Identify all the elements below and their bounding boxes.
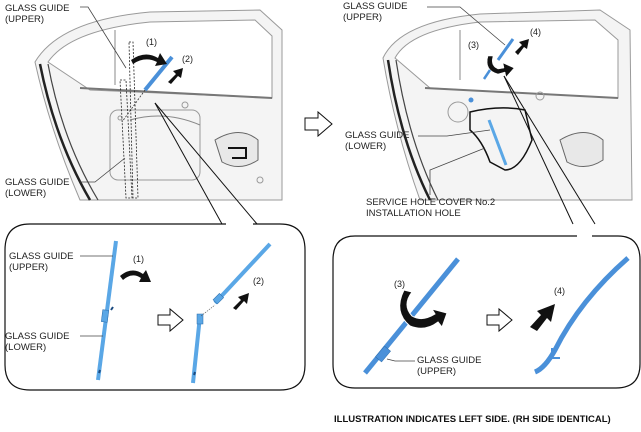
- detail-bubble-left: [4, 223, 306, 391]
- glass-guide-upper-tl: [143, 55, 174, 92]
- glass-guide-upper-tr: [496, 38, 515, 61]
- label-line: (UPPER): [417, 366, 457, 377]
- glass-guide-assembled: [96, 240, 118, 381]
- door-illustration-left: [34, 9, 283, 201]
- label-line: GLASS GUIDE: [345, 130, 410, 141]
- pull-arrow-icon: [168, 68, 183, 84]
- label-line: GLASS GUIDE: [5, 331, 70, 342]
- label-line: (UPPER): [9, 262, 49, 273]
- rotate-arrow-icon: [131, 53, 167, 66]
- label-glass-guide-upper: GLASS GUIDE (UPPER): [343, 1, 407, 23]
- label-line: (UPPER): [343, 12, 383, 23]
- callout-line: [154, 102, 223, 225]
- step-label-2: (2): [182, 54, 193, 64]
- label-line: GLASS GUIDE: [417, 355, 482, 366]
- leader-line: [80, 157, 126, 183]
- step-label-4: (4): [530, 27, 541, 37]
- pull-arrow-icon: [530, 304, 555, 331]
- label-line: SERVICE HOLE COVER No.2: [366, 197, 496, 208]
- label-glass-guide-lower: GLASS GUIDE (LOWER): [5, 331, 69, 353]
- label-service-hole-cover: SERVICE HOLE COVER No.2 INSTALLATION HOL…: [366, 197, 495, 219]
- leader-line: [427, 6, 506, 46]
- rotate-arrow-icon: [120, 270, 151, 282]
- label-glass-guide-lower: GLASS GUIDE (LOWER): [5, 177, 69, 199]
- callout-line: [503, 75, 574, 225]
- label-glass-guide-upper: GLASS GUIDE (UPPER): [417, 355, 481, 377]
- step-label-3: (3): [394, 279, 405, 289]
- label-line: (LOWER): [345, 141, 387, 152]
- label-line: GLASS GUIDE: [5, 177, 70, 188]
- glass-guide-separated: [191, 242, 272, 384]
- step-label-1: (1): [133, 254, 144, 264]
- leader-line: [429, 147, 486, 195]
- label-line: (UPPER): [5, 14, 45, 25]
- step-label-3: (3): [468, 40, 479, 50]
- label-glass-guide-upper: GLASS GUIDE (UPPER): [5, 3, 69, 25]
- label-glass-guide-lower: GLASS GUIDE (LOWER): [345, 130, 409, 152]
- leader-line: [80, 6, 127, 69]
- glass-guide-upper-curved: [533, 256, 630, 375]
- next-step-arrow-icon: [486, 307, 513, 333]
- step-label-2: (2): [253, 276, 264, 286]
- door-illustration-right: [382, 9, 633, 201]
- service-hole-outline: [469, 107, 533, 171]
- label-glass-guide-upper: GLASS GUIDE (UPPER): [9, 251, 73, 273]
- label-line: GLASS GUIDE: [5, 3, 70, 14]
- label-line: GLASS GUIDE: [343, 1, 408, 12]
- label-line: (LOWER): [5, 188, 47, 199]
- pull-arrow-icon: [233, 293, 249, 310]
- step-label-4: (4): [554, 286, 565, 296]
- blue-marker: [468, 97, 474, 103]
- leader-line: [418, 129, 491, 137]
- callout-line: [154, 102, 258, 225]
- glass-guide-lower-tr: [487, 119, 508, 166]
- label-line: INSTALLATION HOLE: [366, 208, 461, 219]
- label-line: GLASS GUIDE: [9, 251, 74, 262]
- next-step-arrow-icon: [157, 307, 184, 333]
- footer-note: ILLUSTRATION INDICATES LEFT SIDE. (RH SI…: [334, 414, 611, 425]
- rotate-arrow-icon: [399, 289, 448, 329]
- label-line: (LOWER): [5, 342, 47, 353]
- rotate-arrow-icon: [486, 55, 515, 78]
- pull-arrow-icon: [515, 39, 529, 55]
- leader-line: [386, 358, 415, 362]
- callout-line: [503, 75, 596, 225]
- detail-bubble-right: [332, 235, 641, 389]
- glass-guide-dashed-link-tl: [121, 89, 146, 123]
- next-step-arrow-icon: [304, 110, 333, 138]
- step-label-1: (1): [146, 37, 157, 47]
